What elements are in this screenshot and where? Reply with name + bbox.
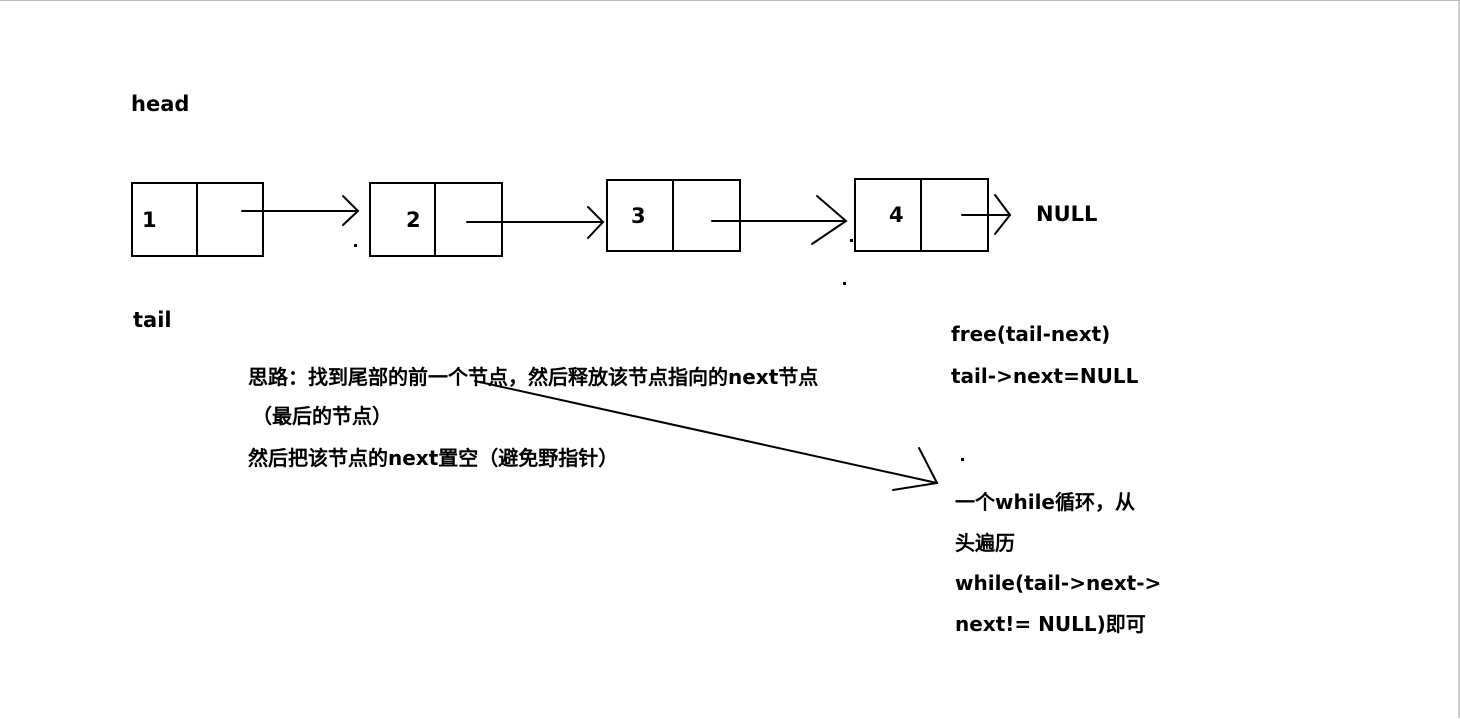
idea-line-3: 然后把该节点的next置空（避免野指针） bbox=[248, 446, 619, 470]
next-arrow-2 bbox=[466, 206, 605, 239]
stray-dot bbox=[843, 282, 846, 285]
idea-line-2: （最后的节点） bbox=[252, 404, 392, 428]
node-value: 1 bbox=[142, 207, 157, 232]
node-next-cell bbox=[922, 180, 988, 250]
stray-dot bbox=[850, 239, 853, 242]
node-data-cell: 4 bbox=[856, 180, 922, 250]
node-data-cell: 1 bbox=[133, 184, 198, 255]
stray-dot bbox=[961, 458, 964, 461]
list-node-3: 3 bbox=[606, 179, 741, 252]
node-value: 3 bbox=[631, 203, 646, 228]
node-value: 4 bbox=[889, 203, 904, 227]
code-line-2: tail->next=NULL bbox=[951, 364, 1139, 388]
list-node-2: 2 bbox=[369, 182, 503, 257]
tail-label: tail bbox=[133, 308, 172, 332]
loop-line-3: while(tail->next-> bbox=[955, 571, 1162, 595]
loop-line-2: 头遍历 bbox=[955, 531, 1015, 555]
loop-line-1: 一个while循环，从 bbox=[955, 490, 1135, 514]
list-node-4: 4 bbox=[854, 178, 989, 252]
next-arrow-3 bbox=[711, 195, 848, 245]
head-label: head bbox=[131, 92, 190, 116]
node-data-cell: 2 bbox=[371, 184, 436, 255]
node-next-cell bbox=[436, 184, 501, 255]
next-arrow-1 bbox=[241, 195, 360, 226]
next-arrow-null bbox=[961, 194, 1012, 235]
loop-line-4: next!= NULL)即可 bbox=[955, 612, 1146, 636]
annotation-arrow bbox=[474, 380, 939, 491]
list-node-1: 1 bbox=[131, 182, 264, 257]
code-line-1: free(tail-next) bbox=[951, 322, 1111, 346]
stray-dot bbox=[354, 244, 357, 247]
node-data-cell: 3 bbox=[608, 181, 674, 250]
node-next-cell bbox=[198, 184, 263, 255]
idea-line-1: 思路：找到尾部的前一个节点，然后释放该节点指向的next节点 bbox=[248, 365, 819, 389]
null-label: NULL bbox=[1036, 202, 1098, 226]
node-value: 2 bbox=[406, 207, 421, 232]
node-next-cell bbox=[674, 181, 740, 250]
